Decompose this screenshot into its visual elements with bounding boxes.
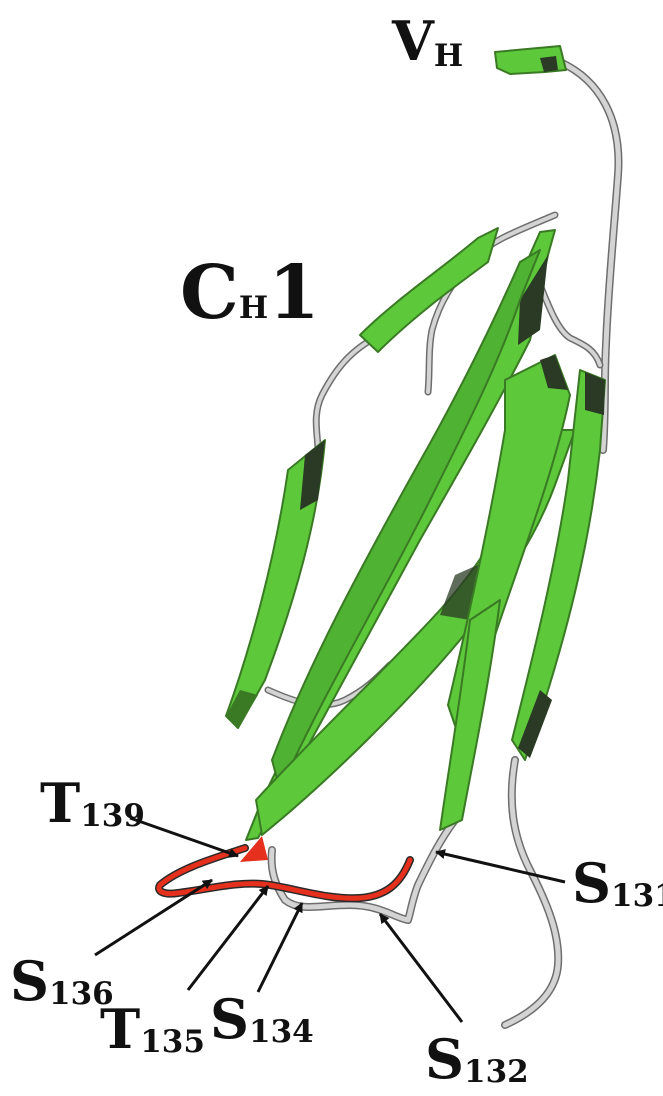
label-s132-sub: 132 (464, 1054, 529, 1090)
arrow-t135 (188, 886, 268, 990)
label-s136: S136 (10, 949, 114, 1013)
label-s132-main: S (425, 1027, 464, 1091)
label-t139-sub: 139 (80, 798, 145, 834)
label-t135-sub: 135 (140, 1024, 205, 1060)
label-t135-main: T (100, 997, 140, 1061)
label-t139: T139 (40, 771, 145, 835)
label-ch1-sub: H (239, 290, 268, 326)
label-vh-sub: H (434, 38, 463, 74)
label-s134-sub: 134 (249, 1014, 314, 1050)
label-vh-main: V (391, 9, 435, 73)
label-t135: T135 (100, 997, 205, 1061)
beta-strands (226, 46, 605, 840)
arrow-s131 (436, 852, 565, 882)
arrow-t139 (130, 818, 238, 856)
label-s134-main: S (210, 987, 249, 1051)
label-s131-main: S (572, 851, 611, 915)
arrow-s134 (258, 903, 302, 992)
label-s136-main: S (10, 949, 49, 1013)
label-ch1: CH1 (180, 250, 320, 336)
arrow-s136 (95, 880, 212, 955)
label-vh: VH (391, 9, 463, 74)
arrow-s132 (380, 914, 462, 1022)
pointer-arrows (95, 818, 565, 1022)
label-s131-sub: 131 (611, 878, 663, 914)
label-s132: S132 (425, 1027, 529, 1091)
label-t139-main: T (40, 771, 80, 835)
left-coil (316, 335, 380, 450)
label-ch1-main: C (180, 250, 239, 336)
label-s131: S131 (572, 851, 663, 915)
label-s134: S134 (210, 987, 314, 1051)
label-ch1-tail: 1 (268, 250, 320, 336)
